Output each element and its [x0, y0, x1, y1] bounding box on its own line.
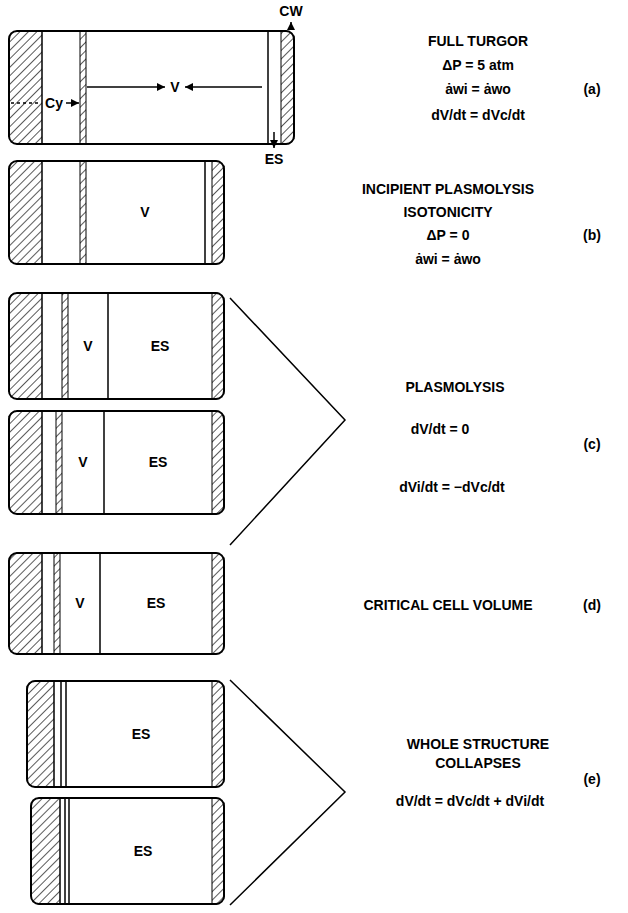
cell-interior — [26, 680, 225, 788]
vacuole-label: V — [77, 454, 88, 471]
leader-line — [11, 102, 41, 104]
cell-wall — [8, 410, 42, 515]
wall-label: CW — [277, 2, 304, 21]
plant-cell: V ES — [8, 552, 225, 655]
cytoplasm-label: Cy — [44, 95, 64, 112]
cell-wall — [8, 160, 42, 265]
space-label: ES — [131, 726, 152, 743]
space-label: ES — [146, 595, 167, 612]
equation: dV/dt = dVc/dt + dVi/dt — [394, 792, 546, 811]
membrane — [64, 797, 66, 905]
membrane — [60, 680, 62, 788]
panel-letter: (b) — [581, 226, 603, 245]
cell-wall — [8, 552, 42, 655]
membrane — [204, 160, 206, 265]
plant-cell: V ES — [8, 292, 225, 400]
plant-cell: V ES — [8, 410, 225, 515]
vacuole-label: V — [74, 595, 85, 612]
stage-title: ISOTONICITY — [401, 203, 494, 222]
plant-cell: ES — [26, 680, 225, 788]
membrane — [267, 30, 269, 145]
stage-title: PLASMOLYSIS — [403, 378, 506, 397]
panel-letter: (d) — [581, 596, 603, 615]
cell-interior — [8, 552, 225, 655]
leader-arrow — [273, 132, 275, 148]
equation: dVi/dt = −dVc/dt — [397, 478, 507, 497]
panel-letter: (a) — [581, 80, 602, 99]
equation: ΔP = 5 atm — [440, 56, 516, 75]
stage-title: WHOLE STRUCTURE COLLAPSES — [391, 735, 565, 773]
vacuole-label: V — [139, 204, 150, 221]
membrane — [68, 797, 70, 905]
cell-wall — [30, 797, 60, 905]
stage-title: FULL TURGOR — [426, 32, 530, 51]
cell-wall — [8, 30, 42, 145]
bracket — [230, 298, 345, 545]
equation: ΔP = 0 — [425, 226, 472, 245]
wall-edge — [41, 410, 43, 515]
membrane — [103, 410, 105, 515]
cell-wall — [281, 30, 295, 145]
plant-cell: ES — [30, 797, 225, 905]
membrane — [65, 680, 67, 788]
plant-cell: Cy V — [8, 30, 295, 145]
membrane — [80, 160, 86, 265]
panel-letter: (c) — [581, 435, 602, 454]
stage-title: CRITICAL CELL VOLUME — [361, 596, 534, 615]
panel-letter: (e) — [581, 770, 602, 789]
cell-interior — [8, 410, 225, 515]
leader-arrow — [290, 22, 292, 30]
wall-edge — [41, 160, 43, 265]
space-label: ES — [263, 150, 286, 169]
vacuole-label: V — [82, 338, 93, 355]
wall-edge — [41, 30, 43, 145]
wall-edge — [41, 552, 43, 655]
wall-edge — [59, 797, 61, 905]
wall-edge — [53, 680, 55, 788]
equation: ȧwi = ȧwo — [443, 80, 513, 99]
stage-title: INCIPIENT PLASMOLYSIS — [360, 180, 536, 199]
leader-arrow — [66, 102, 79, 104]
cell-interior — [8, 292, 225, 400]
equation: dV/dt = 0 — [409, 420, 472, 439]
membrane — [54, 552, 60, 655]
membrane — [80, 30, 86, 145]
space-label: ES — [148, 454, 169, 471]
plant-cell: V — [8, 160, 225, 265]
cell-interior — [30, 797, 225, 905]
membrane — [56, 410, 62, 515]
space-label: ES — [150, 338, 171, 355]
pointer-arrows — [11, 22, 291, 148]
wall-edge — [41, 292, 43, 400]
equation: ȧwi = ȧwo — [413, 250, 483, 269]
pressure-arrow — [185, 86, 262, 88]
bracket — [230, 680, 345, 905]
cell-interior — [8, 30, 295, 145]
vacuole-label: V — [169, 79, 180, 96]
membrane — [99, 552, 101, 655]
membrane — [107, 292, 109, 400]
cell-wall — [8, 292, 42, 400]
membrane — [62, 292, 68, 400]
cell-interior — [8, 160, 225, 265]
equation: dV/dt = dVc/dt — [429, 106, 527, 125]
space-label: ES — [133, 843, 154, 860]
cell-wall — [26, 680, 54, 788]
pressure-arrow — [87, 86, 165, 88]
